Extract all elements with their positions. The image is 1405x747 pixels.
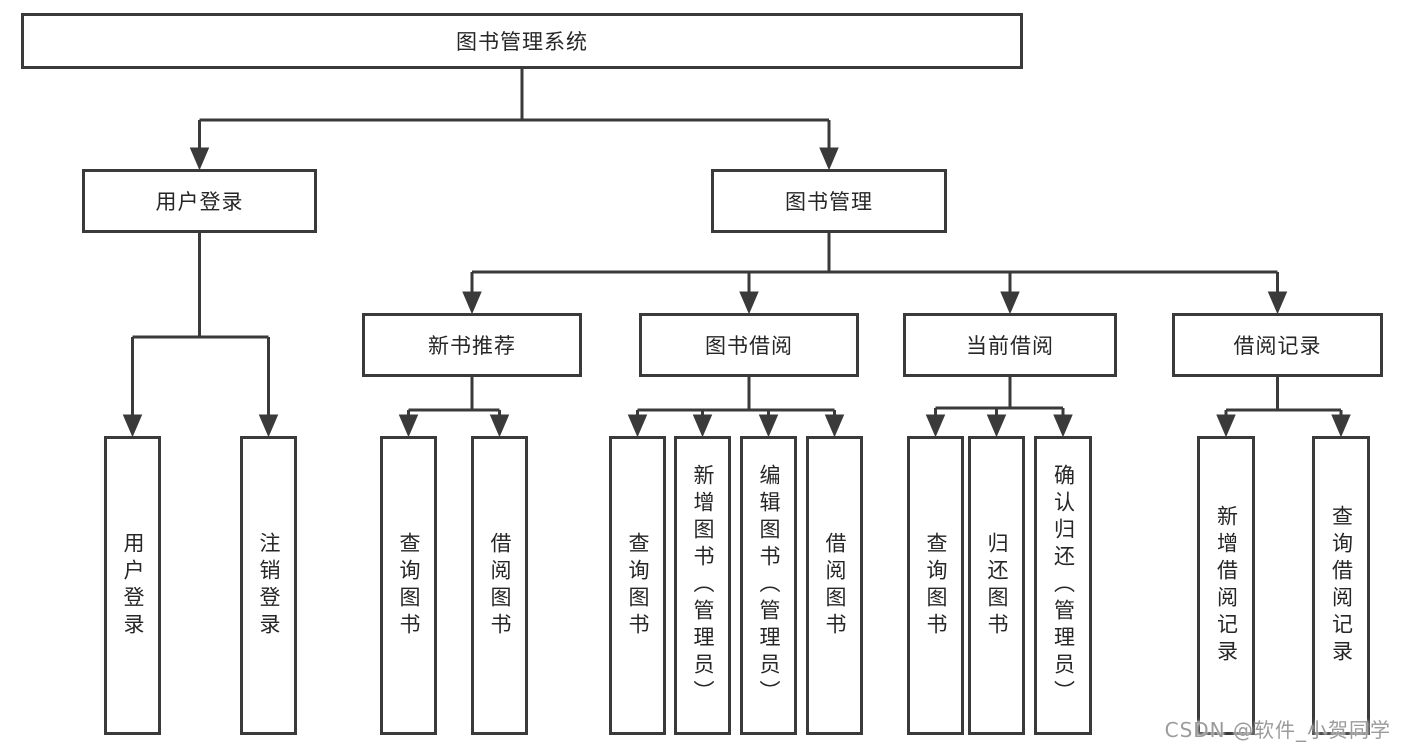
leaf-return-book: 归还图书 bbox=[968, 436, 1025, 735]
csdn-watermark: CSDN @软件_小贺同学 bbox=[1164, 718, 1391, 742]
leaf-user-login: 用户登录 bbox=[104, 436, 161, 735]
leaf-add-book-admin: 新增图书（管理员） bbox=[674, 436, 731, 735]
node-book-borrowing: 图书借阅 bbox=[639, 313, 859, 377]
leaf-query-books-recommendation: 查询图书 bbox=[380, 436, 437, 735]
node-current-borrowing: 当前借阅 bbox=[903, 313, 1117, 377]
leaf-confirm-return-admin: 确认归还（管理员） bbox=[1034, 436, 1092, 735]
leaf-edit-book-admin: 编辑图书（管理员） bbox=[740, 436, 797, 735]
leaf-query-books-borrowing: 查询图书 bbox=[609, 436, 666, 735]
leaf-query-books-current: 查询图书 bbox=[907, 436, 964, 735]
node-borrowing-records: 借阅记录 bbox=[1172, 313, 1383, 377]
leaf-logout: 注销登录 bbox=[240, 436, 297, 735]
node-user-login: 用户登录 bbox=[82, 169, 317, 233]
node-new-book-recommendation: 新书推荐 bbox=[362, 313, 582, 377]
leaf-borrow-books-recommendation: 借阅图书 bbox=[471, 436, 528, 735]
leaf-query-borrow-record: 查询借阅记录 bbox=[1312, 436, 1370, 735]
node-library-management-system: 图书管理系统 bbox=[21, 13, 1023, 69]
leaf-borrow-books-borrowing: 借阅图书 bbox=[806, 436, 863, 735]
leaf-add-borrow-record: 新增借阅记录 bbox=[1197, 436, 1255, 735]
node-book-management: 图书管理 bbox=[711, 169, 947, 233]
